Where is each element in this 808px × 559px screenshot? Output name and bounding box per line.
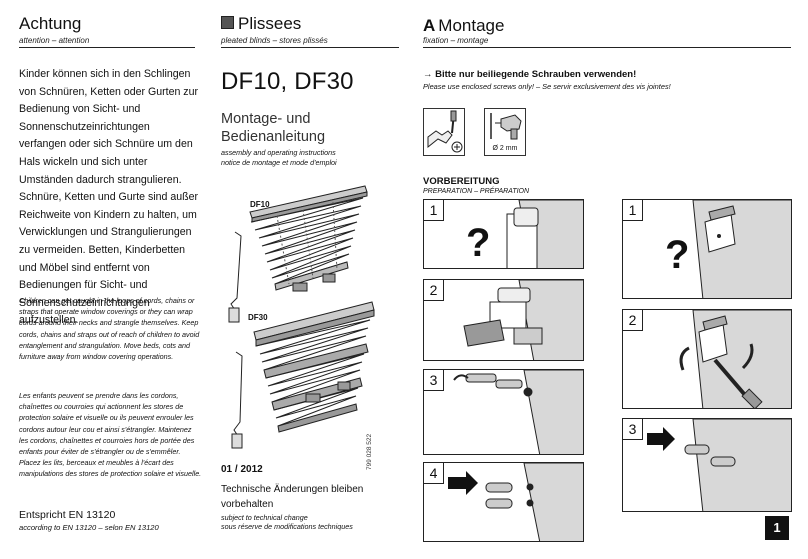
norm-label: Entspricht EN 13120 [19, 509, 116, 521]
question-mark: ? [466, 221, 490, 265]
edition-date: 01 / 2012 [221, 464, 263, 475]
step-panel-left-3: 3 [423, 369, 584, 455]
screwdriver-hand-icon [423, 108, 465, 156]
step-number: 3 [623, 419, 643, 440]
montage-subtitle: fixation – montage [423, 36, 489, 45]
tech-change-fr: sous réserve de modifications techniques [221, 522, 353, 531]
screws-notice-sub: Please use enclosed screws only! – Se se… [423, 82, 671, 91]
warning-text-en: Children can get caught in the loops of … [19, 296, 200, 362]
step-panel-right-1: 1 ? [622, 199, 792, 299]
df10-blind-illustration [228, 185, 368, 323]
page-number: 1 [765, 516, 789, 540]
step-number: 4 [424, 463, 444, 484]
divider [423, 47, 791, 48]
step-number: 2 [623, 310, 643, 331]
norm-sublabel: according to EN 13120 – selon EN 13120 [19, 523, 159, 532]
step-panel-right-3: 3 [622, 418, 792, 512]
drill-size-label: Ø 2 mm [492, 145, 518, 152]
screws-notice: → Bitte nur beiliegende Schrauben verwen… [423, 69, 637, 80]
arrow-icon [448, 471, 478, 495]
doc-title-fr: notice de montage et mode d'emploi [221, 158, 337, 167]
prep-title: VORBEREITUNG [423, 176, 500, 187]
tech-change-en: subject to technical change [221, 513, 308, 522]
rotate-arrow-icon [741, 343, 754, 370]
step-panel-left-1: 1 ? [423, 199, 584, 269]
montage-title-text: Montage [438, 16, 505, 35]
plissees-title: Plissees [238, 14, 302, 33]
df30-blind-illustration [231, 301, 375, 449]
doc-title: Montage- und Bedienanleitung [221, 111, 326, 145]
step-panel-right-2: 2 [622, 309, 792, 409]
pleated-blind-icon [221, 16, 234, 29]
df10-label: DF10 [250, 200, 270, 209]
step-panel-left-4: 4 [423, 462, 584, 542]
achtung-title: Achtung [19, 14, 82, 33]
step-number: 1 [424, 200, 444, 221]
divider [221, 47, 399, 48]
section-letter: A [423, 16, 436, 35]
doc-title-en: assembly and operating instructions [221, 148, 336, 157]
article-number: 799 028 522 [366, 433, 373, 470]
rotate-arrow-icon [453, 374, 469, 381]
drill-icon: Ø 2 mm [484, 108, 526, 156]
arrow-icon [647, 427, 675, 451]
tech-change-de: Technische Änderungen bleiben vorbehalte… [221, 484, 364, 510]
step-number: 1 [623, 200, 643, 221]
prep-subtitle: PREPARATION – PRÉPARATION [423, 188, 530, 195]
divider [19, 47, 195, 48]
step-number: 2 [424, 280, 444, 301]
achtung-subtitle: attention – attention [19, 36, 90, 45]
step-panel-left-2: 2 [423, 279, 584, 361]
step-number: 3 [424, 370, 444, 391]
warning-text-de: Kinder können sich in den Schlingen von … [19, 68, 199, 327]
rotate-arrow-icon [679, 346, 690, 371]
plissees-subtitle: pleated blinds – stores plissés [221, 36, 328, 45]
question-mark: ? [665, 233, 689, 277]
warning-text-fr: Les enfants peuvent se prendre dans les … [19, 391, 202, 479]
df30-label: DF30 [248, 313, 268, 322]
model-title: DF10, DF30 [221, 68, 354, 95]
